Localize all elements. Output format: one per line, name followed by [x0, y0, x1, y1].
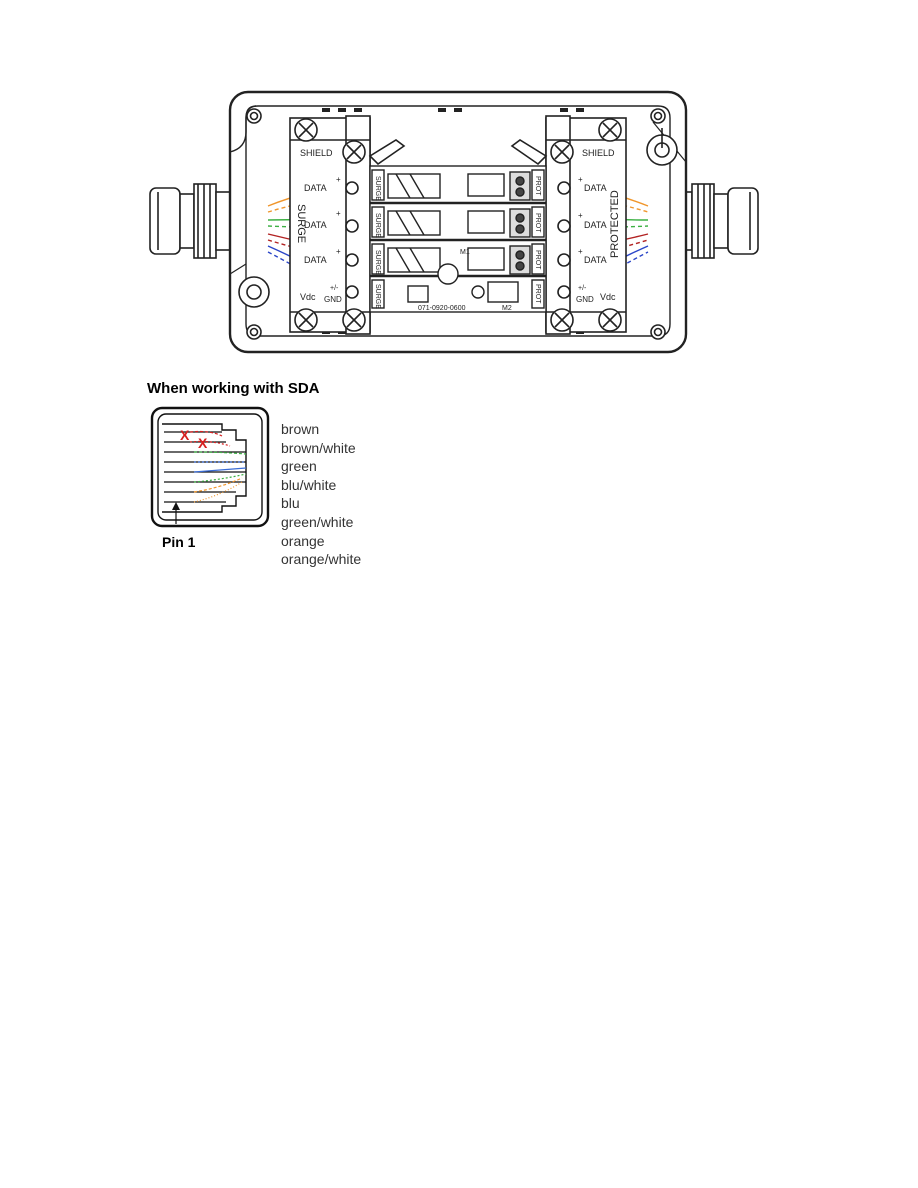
right-plate-screws [550, 118, 622, 332]
svg-text:SURGE: SURGE [374, 284, 381, 309]
right-gnd-label: GND [576, 295, 594, 304]
wire-color-item: orange/white [281, 551, 362, 568]
svg-text:PROT: PROT [534, 176, 541, 196]
svg-text:PROT: PROT [534, 284, 541, 304]
wire-color-list: brown brown/white green blu/white blu gr… [281, 420, 361, 569]
part-number: 071-0920-0600 [418, 305, 466, 312]
wire-color-item: brown [281, 421, 320, 437]
circuit-board [369, 165, 547, 313]
left-plusminus-label: +/- [330, 285, 339, 292]
svg-text:SURGE: SURGE [374, 213, 381, 238]
enclosure-screws [238, 108, 678, 340]
svg-text:+: + [336, 175, 341, 184]
right-vdc-label: Vdc [600, 292, 616, 302]
right-data1-label: DATA [584, 183, 607, 193]
cross-mark-1: X [180, 427, 190, 443]
left-vdc-label: Vdc [300, 292, 316, 302]
right-shield-label: SHIELD [582, 148, 615, 158]
left-data2-label: DATA [304, 220, 327, 230]
svg-text:+: + [578, 211, 583, 220]
wire-color-item: green/white [281, 513, 354, 530]
wire-color-item: blu [281, 495, 300, 512]
protected-label: PROTECTED [609, 190, 621, 258]
pin-1-label: Pin 1 [162, 534, 196, 550]
left-data1-label: DATA [304, 183, 327, 193]
svg-text:SURGE: SURGE [374, 176, 381, 201]
svg-text:PROT: PROT [534, 250, 541, 270]
right-data3-label: DATA [584, 255, 607, 265]
svg-text:+: + [578, 175, 583, 184]
wire-color-item: orange [281, 532, 325, 549]
section-title: When working with SDA [147, 380, 320, 397]
left-labels: SHIELD + DATA + DATA + DATA Vdc +/- GND … [295, 148, 342, 304]
svg-text:+: + [336, 247, 341, 256]
right-data2-label: DATA [584, 220, 607, 230]
wire-brown-white-left [267, 239, 349, 261]
pin1-arrow-head [172, 502, 180, 510]
svg-text:SURGE: SURGE [374, 250, 381, 275]
surge-label: SURGE [295, 204, 307, 243]
cross-mark-2: X [198, 435, 208, 451]
left-shield-label: SHIELD [300, 148, 333, 158]
wire-color-item: green [281, 458, 317, 475]
jack-pins [164, 430, 247, 503]
svg-text:PROT: PROT [534, 213, 541, 233]
svg-text:+: + [336, 209, 341, 218]
shield-lugs [368, 139, 548, 166]
wire-color-item: brown/white [281, 439, 356, 456]
m2-mark: M2 [502, 305, 512, 312]
wiring-diagram: SURGE SURGE SURGE SURGE PROT PROT PROT P… [149, 90, 759, 354]
svg-text:+: + [578, 247, 583, 256]
board-markings: SURGE SURGE SURGE SURGE PROT PROT PROT P… [374, 176, 541, 312]
right-plusminus-label: +/- [578, 285, 587, 292]
left-data3-label: DATA [304, 255, 327, 265]
rj45-jack-diagram: X X [150, 406, 270, 528]
wire-color-item: blu/white [281, 476, 337, 493]
left-gnd-label: GND [324, 295, 342, 304]
left-plate-screws [294, 118, 366, 332]
right-labels: SHIELD + DATA + DATA + DATA Vdc +/- GND … [576, 148, 621, 304]
m1-mark: M1 [460, 249, 470, 256]
